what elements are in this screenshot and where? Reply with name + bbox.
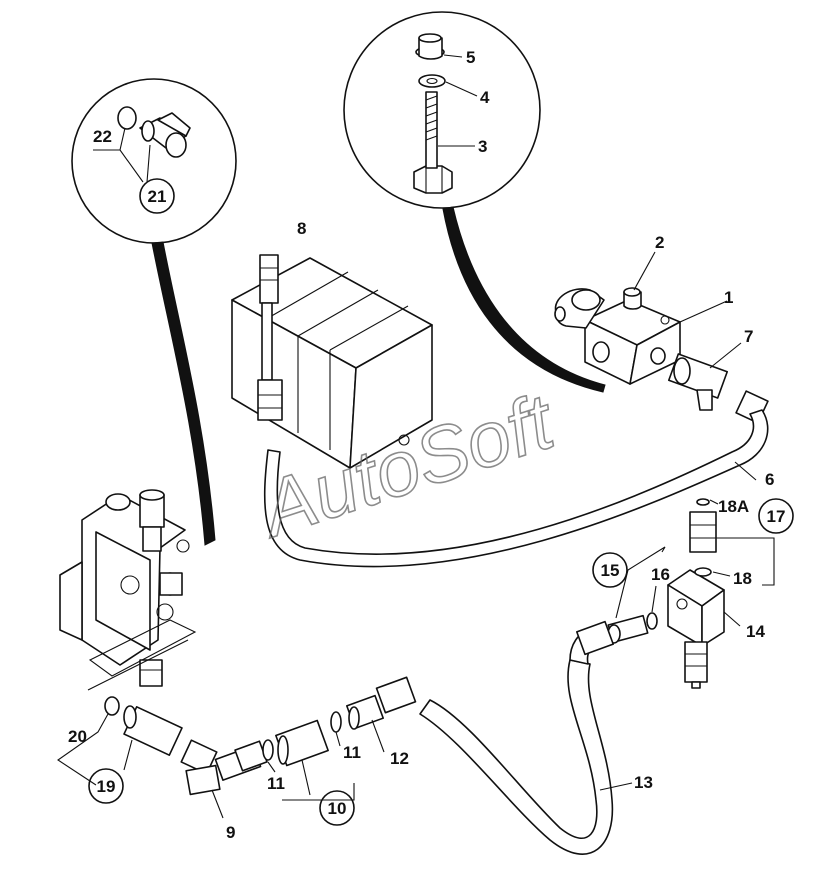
cap-5 [415, 33, 445, 60]
callout-18: 18 [733, 569, 752, 588]
fitting-12 [346, 676, 417, 730]
hose-13 [419, 659, 614, 855]
detail-circle-top [343, 11, 606, 393]
callout-14: 14 [746, 622, 765, 641]
callout-6: 6 [765, 470, 774, 489]
callout-18a: 18A [718, 497, 749, 516]
callout-circle-10: 10 [319, 790, 355, 826]
svg-text:15: 15 [601, 561, 620, 580]
hose-6 [263, 409, 769, 568]
callout-5: 5 [466, 48, 475, 67]
callout-12: 12 [390, 749, 409, 768]
fitting-17 [689, 498, 717, 577]
o-ring-11-right [330, 711, 342, 733]
callout-13: 13 [634, 773, 653, 792]
elbow-fitting-9 [180, 739, 268, 796]
callout-circle-15: 15 [592, 552, 628, 588]
callout-circle-19: 19 [88, 768, 124, 804]
manifold-block-14 [667, 569, 725, 689]
callout-22: 22 [93, 127, 112, 146]
svg-text:17: 17 [767, 507, 786, 526]
callout-8: 8 [297, 219, 306, 238]
o-ring-11-left [262, 739, 274, 761]
pressure-valve-1 [554, 287, 681, 385]
o-ring-18a [696, 498, 710, 506]
elbow-fitting-13 [569, 620, 614, 665]
main-valve-block [231, 254, 433, 469]
o-ring-16 [646, 612, 658, 630]
fitting-15 [607, 614, 649, 644]
callout-2: 2 [655, 233, 664, 252]
callout-16: 16 [651, 565, 670, 584]
callout-20: 20 [68, 727, 87, 746]
callout-circle-17: 17 [758, 498, 794, 534]
straight-adapter-21 [139, 112, 191, 158]
detail-circle-left [71, 78, 237, 546]
section-valve-left [59, 489, 197, 691]
callout-4: 4 [480, 88, 490, 107]
fitting-19 [123, 705, 183, 756]
o-ring-18 [694, 567, 712, 577]
o-ring-22 [117, 106, 137, 130]
bolt-3 [413, 91, 453, 194]
callout-7: 7 [744, 327, 753, 346]
callout-3: 3 [478, 137, 487, 156]
svg-text:10: 10 [328, 799, 347, 818]
callout-1: 1 [724, 288, 733, 307]
callout-11b: 11 [343, 743, 361, 762]
fitting-8 [259, 254, 279, 304]
svg-text:21: 21 [148, 187, 167, 206]
callout-9: 9 [226, 823, 235, 842]
callout-11a: 11 [267, 774, 285, 793]
svg-text:19: 19 [97, 777, 116, 796]
adapter-10 [262, 711, 342, 767]
washer-4 [418, 74, 446, 88]
callout-circle-21: 21 [139, 178, 175, 214]
o-ring-20 [104, 696, 120, 716]
